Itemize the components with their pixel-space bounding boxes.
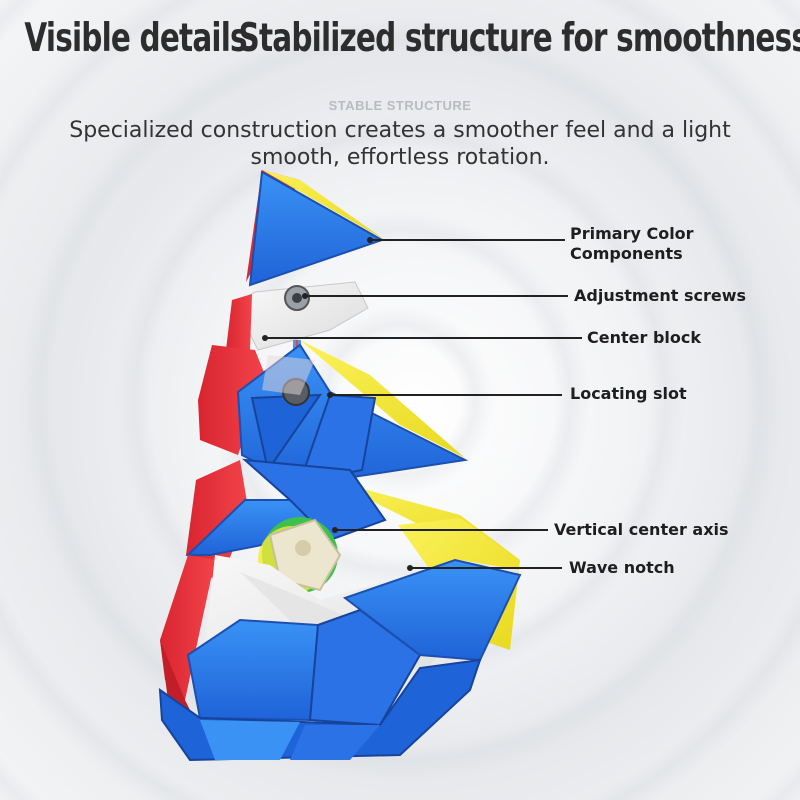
subtitle-text: Specialized construction creates a smoot… — [69, 118, 731, 170]
kicker-text: STABLE STRUCTURE — [328, 98, 472, 113]
label-primary-color-components: Primary Color Components — [570, 224, 694, 263]
center-block-plate — [226, 281, 369, 351]
adjustment-screw — [284, 285, 310, 311]
label-locating-slot: Locating slot — [570, 384, 687, 403]
headline-right: Stabilized structure for smoothness — [238, 16, 800, 61]
bottom-tier — [158, 518, 522, 762]
headline: Visible details Stabilized structure for… — [0, 16, 800, 88]
headline-left: Visible details — [24, 16, 247, 61]
callout-dots — [262, 237, 413, 571]
tip-piece — [246, 170, 385, 287]
label-vertical-center-axis: Vertical center axis — [554, 520, 729, 539]
callout-lines — [265, 239, 582, 569]
label-center-block: Center block — [587, 328, 701, 347]
second-tier — [198, 340, 469, 487]
label-wave-notch: Wave notch — [569, 558, 675, 577]
label-adjustment-screws: Adjustment screws — [574, 286, 747, 305]
